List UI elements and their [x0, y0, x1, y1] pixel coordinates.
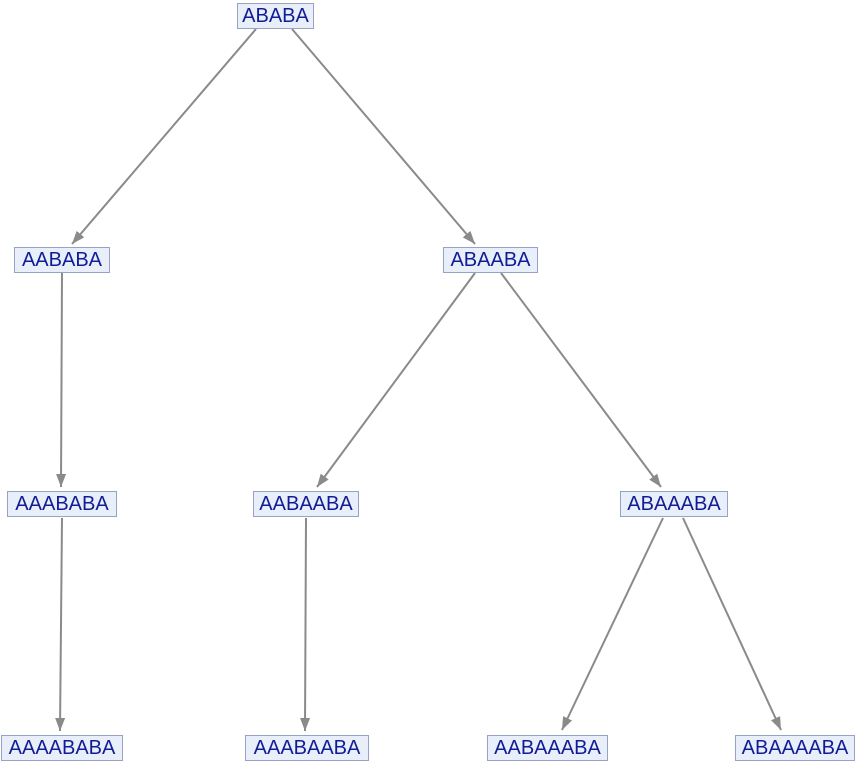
tree-node-abaaba: ABAABA [443, 247, 538, 273]
edge-ABAAABA-to-ABAAAABA [682, 517, 782, 731]
tree-node-aabaaba: AABAABA [253, 491, 359, 517]
tree-node-aaababa: AAABABA [7, 491, 117, 517]
tree-node-aaaababa: AAAABABA [1, 735, 123, 761]
tree-node-abaaaba: ABAAABA [620, 491, 728, 517]
edge-ABAABA-to-ABAAABA [500, 272, 662, 488]
edge-AABAABA-to-AAABAABA [300, 517, 311, 732]
edge-AABABA-to-AAABABA [56, 272, 67, 488]
edge-ABAABA-to-AABAABA [316, 272, 476, 488]
edge-AAABABA-to-AAAABABA [55, 517, 66, 732]
tree-node-ababa: ABABA [237, 3, 314, 29]
edge-ABAAABA-to-AABAAABA [561, 517, 664, 731]
tree-node-aababa: AABABA [14, 247, 110, 273]
edge-ABABA-to-AABABA [71, 28, 257, 245]
tree-node-aaabaaba: AAABAABA [245, 735, 369, 761]
tree-node-aabaaaba: AABAAABA [487, 735, 608, 761]
tree-node-abaaaaba: ABAAAABA [735, 735, 855, 761]
edge-ABABA-to-ABAABA [291, 28, 476, 245]
